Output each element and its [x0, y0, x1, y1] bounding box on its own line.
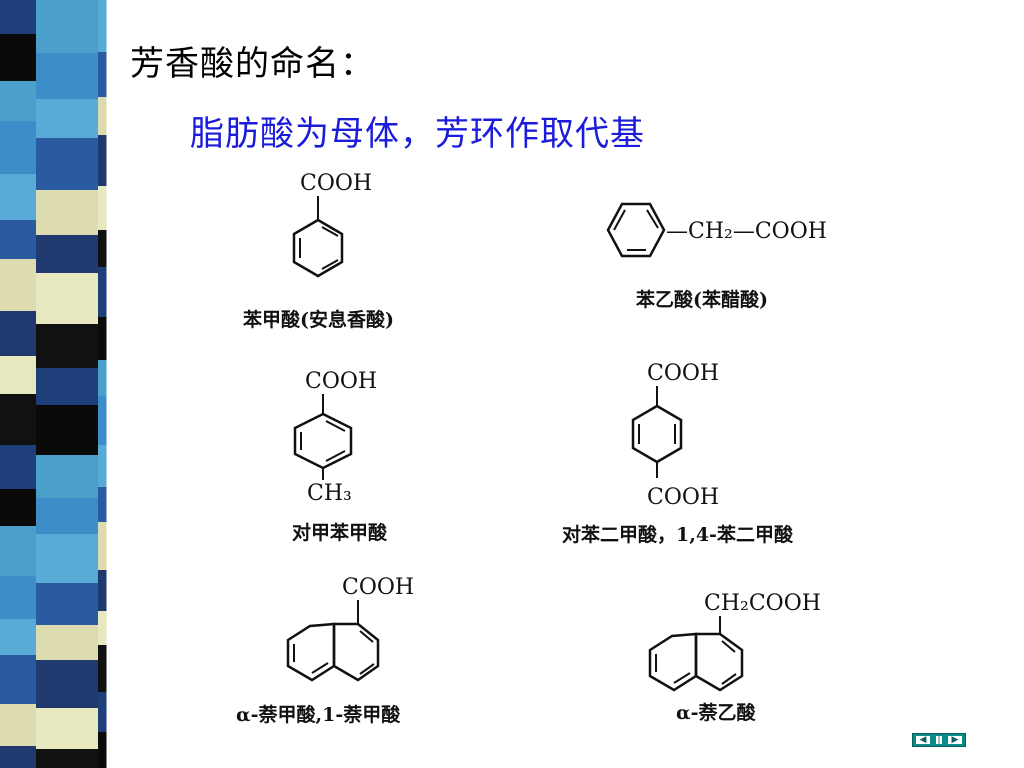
caption-1-naphthylacetic-acid: α-萘乙酸	[676, 702, 756, 724]
cooh-label-bottom: COOH	[647, 485, 719, 510]
terephthalic-acid-structure: COOH COOH	[615, 358, 755, 513]
p-toluic-acid-structure: COOH CH₃	[285, 362, 425, 512]
caption-p-toluic-acid: 对甲苯甲酸	[292, 522, 388, 544]
next-arrow-icon[interactable]: ▶	[948, 736, 962, 745]
cooh-label: COOH	[305, 369, 377, 394]
ch2-cooh-label: —CH₂—COOH	[666, 219, 827, 244]
benzoic-acid-structure: COOH	[260, 168, 410, 288]
phenylacetic-acid-structure: —CH₂—COOH	[600, 192, 850, 272]
slide-title: 芳香酸的命名：	[130, 44, 375, 84]
1-naphthylacetic-acid-structure: CH₂COOH	[620, 588, 860, 698]
caption-benzoic-acid: 苯甲酸(安息香酸)	[243, 309, 394, 331]
ch2cooh-label: CH₂COOH	[704, 591, 821, 616]
caption-terephthalic-acid: 对苯二甲酸，1,4-苯二甲酸	[562, 524, 793, 546]
nav-divider-icon: |	[936, 735, 942, 745]
slide-navigation: ◀ | ▶	[912, 733, 966, 747]
caption-phenylacetic-acid: 苯乙酸(苯醋酸)	[636, 289, 768, 311]
cooh-label: COOH	[342, 575, 414, 600]
cooh-label-top: COOH	[647, 361, 719, 386]
prev-arrow-icon[interactable]: ◀	[916, 736, 930, 745]
decorative-side-strip	[0, 0, 110, 768]
slide-subtitle: 脂肪酸为母体，芳环作取代基	[190, 114, 645, 154]
cooh-label: COOH	[300, 171, 372, 196]
1-naphthoic-acid-structure: COOH	[270, 570, 440, 690]
ch3-label: CH₃	[307, 481, 352, 506]
caption-1-naphthoic-acid: α-萘甲酸,1-萘甲酸	[236, 704, 401, 726]
